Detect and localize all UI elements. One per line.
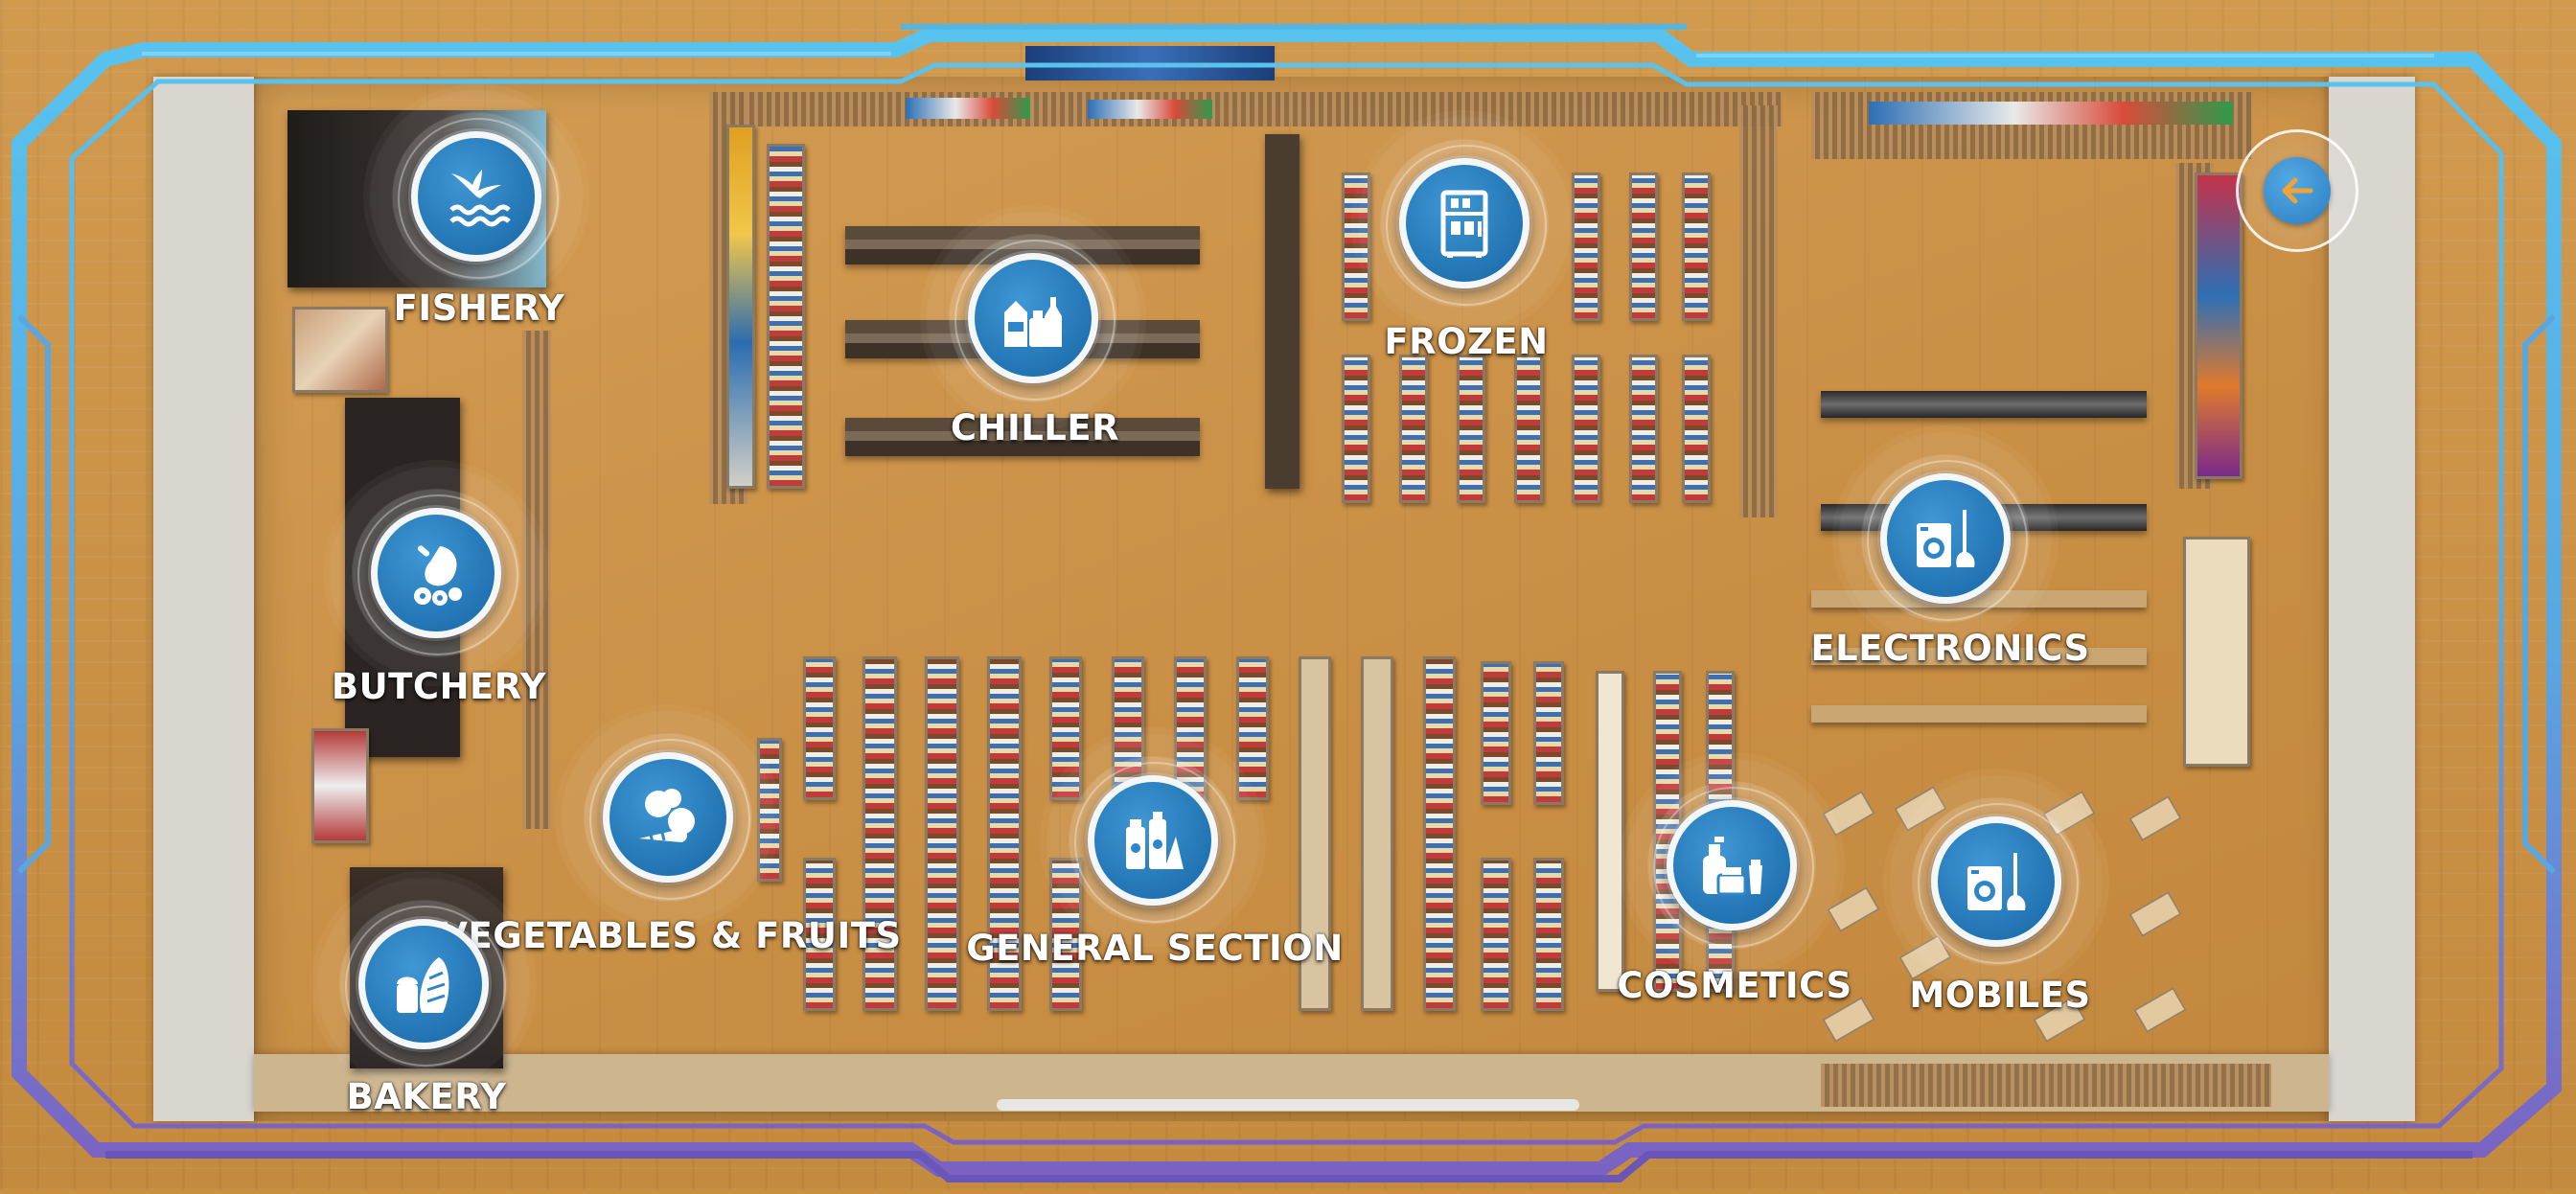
general-shelf bbox=[803, 656, 836, 800]
marker-ring bbox=[954, 240, 1116, 401]
grocery-icon bbox=[1088, 775, 1218, 906]
section-label-vegetables-fruits: VEGETABLES & FRUITS bbox=[440, 915, 902, 956]
general-shelf bbox=[1533, 661, 1564, 805]
right-display-rack bbox=[2183, 537, 2250, 767]
frozen-wall-rack bbox=[1739, 105, 1778, 517]
section-label-electronics: ELECTRONICS bbox=[1810, 628, 2090, 669]
marker-ring bbox=[589, 739, 750, 900]
bread-icon bbox=[358, 919, 489, 1049]
butchery-display bbox=[292, 307, 388, 393]
general-shelf bbox=[862, 656, 897, 1011]
section-label-chiller: CHILLER bbox=[950, 407, 1120, 448]
chiller-fridge-left-2 bbox=[767, 144, 805, 489]
section-label-cosmetics: COSMETICS bbox=[1617, 965, 1852, 1006]
frozen-shelf bbox=[1399, 355, 1428, 503]
marker-ring bbox=[1918, 803, 2079, 964]
appliances-icon bbox=[1931, 816, 2061, 947]
freezer-icon bbox=[1399, 158, 1530, 288]
bottom-right-shelves bbox=[1821, 1064, 2271, 1107]
butchery-fridge bbox=[311, 728, 369, 843]
section-label-general-section: GENERAL SECTION bbox=[966, 928, 1344, 969]
general-shelf bbox=[1596, 671, 1624, 992]
marker-ring bbox=[357, 494, 518, 655]
electronics-shelf bbox=[1811, 705, 2147, 723]
marker-ring bbox=[1867, 460, 2028, 621]
center-divider bbox=[1265, 134, 1300, 489]
home-indicator[interactable] bbox=[997, 1099, 1579, 1111]
wall-right bbox=[2329, 77, 2415, 1121]
marker-ring bbox=[345, 906, 506, 1067]
top-banner bbox=[1088, 100, 1212, 119]
meat-icon bbox=[371, 508, 501, 638]
fish-tail-icon bbox=[411, 131, 541, 262]
top-right-banner bbox=[1869, 102, 2233, 125]
frozen-shelf bbox=[1629, 355, 1658, 503]
top-banner bbox=[906, 98, 1030, 119]
general-shelf bbox=[1533, 858, 1564, 1011]
outer-top-banner bbox=[1025, 46, 1275, 80]
frozen-shelf bbox=[1682, 172, 1711, 321]
marker-ring bbox=[1386, 145, 1547, 306]
frozen-shelf bbox=[1572, 172, 1600, 321]
general-shelf bbox=[1423, 656, 1456, 1011]
marker-ring bbox=[398, 118, 559, 279]
cosmetics-bottles-icon bbox=[1667, 800, 1797, 930]
frozen-shelf bbox=[1342, 355, 1370, 503]
vegetables-icon bbox=[603, 752, 733, 883]
frozen-shelf bbox=[1514, 355, 1543, 503]
general-shelf bbox=[925, 656, 959, 1011]
section-label-butchery: BUTCHERY bbox=[331, 666, 547, 707]
general-shelf bbox=[1361, 656, 1393, 1011]
arrow-left-icon bbox=[2264, 157, 2331, 224]
marker-ring bbox=[1653, 787, 1814, 948]
marker-ring bbox=[1074, 762, 1235, 923]
right-wall-posters bbox=[2195, 172, 2242, 479]
frozen-shelf bbox=[1629, 172, 1658, 321]
frozen-shelf bbox=[1457, 355, 1485, 503]
top-wall-shelves bbox=[728, 92, 1782, 126]
section-label-bakery: BAKERY bbox=[346, 1076, 507, 1117]
section-label-frozen: FROZEN bbox=[1384, 321, 1549, 362]
general-shelf bbox=[1481, 858, 1511, 1011]
appliances-icon bbox=[1880, 473, 2011, 604]
wall-left bbox=[153, 77, 254, 1121]
electronics-shelf bbox=[1821, 391, 2147, 418]
dairy-bottles-icon bbox=[968, 253, 1098, 383]
section-label-fishery: FISHERY bbox=[393, 287, 565, 329]
frozen-shelf bbox=[1682, 355, 1711, 503]
general-shelf bbox=[1481, 661, 1511, 805]
back-button[interactable] bbox=[2236, 129, 2358, 252]
chiller-fridge-left bbox=[726, 125, 755, 489]
section-label-mobiles: MOBILES bbox=[1909, 975, 2091, 1016]
frozen-shelf bbox=[1572, 355, 1600, 503]
